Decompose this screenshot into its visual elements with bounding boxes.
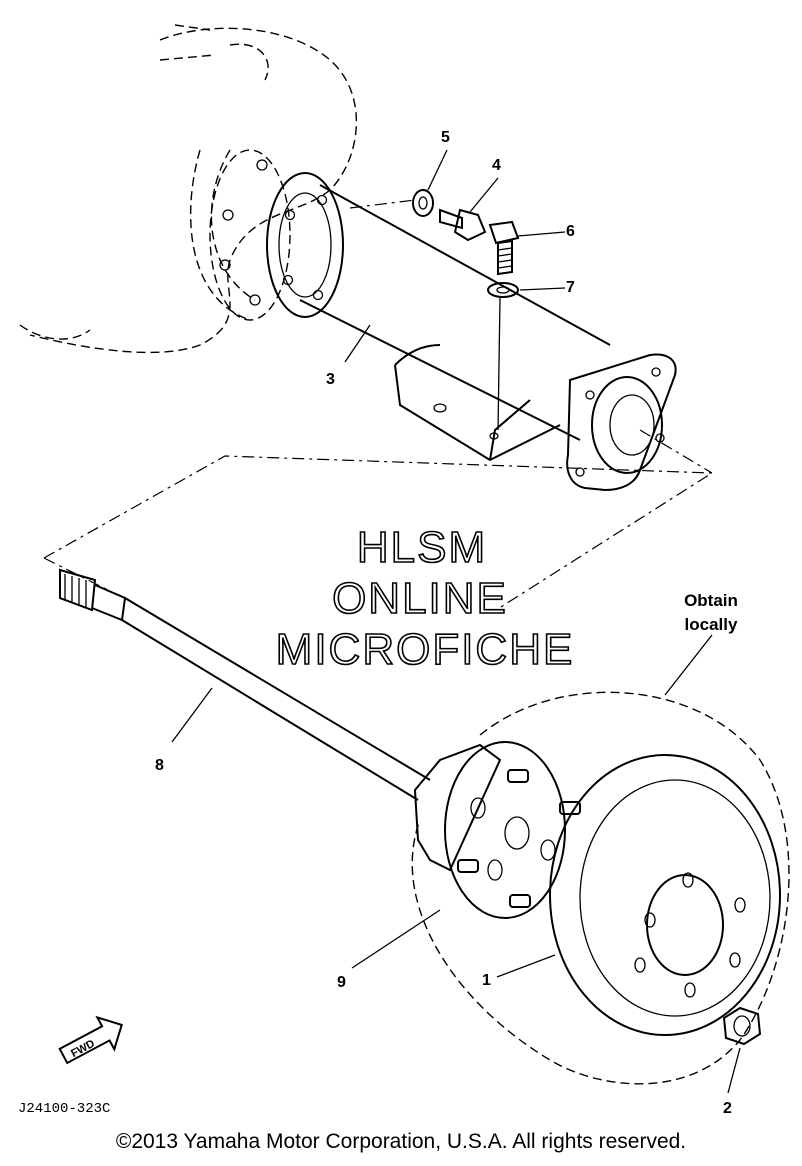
callout-2: 2 (723, 1100, 732, 1117)
axle-housing (266, 172, 677, 492)
watermark-line-1: HLSM (357, 523, 487, 572)
drawing-code: J24100-323C (18, 1101, 110, 1117)
callout-8: 8 (155, 757, 164, 774)
note-line-2: locally (685, 615, 738, 634)
differential-housing-outline (19, 24, 358, 354)
watermark-line-3: MICROFICHE (276, 625, 575, 674)
wheel-hub (413, 741, 581, 919)
callout-numbers: 5 4 6 7 3 8 9 1 2 (155, 129, 732, 1117)
washer-part-7 (487, 282, 519, 298)
bolt-part-6 (488, 220, 520, 276)
callout-5: 5 (441, 129, 450, 146)
callout-7: 7 (566, 279, 575, 296)
watermark-line-2: ONLINE (332, 574, 508, 623)
copyright-text: ©2013 Yamaha Motor Corporation, U.S.A. A… (116, 1130, 686, 1153)
callout-4: 4 (492, 157, 501, 174)
wheel-studs (457, 769, 581, 908)
bolt-part-4 (439, 208, 487, 242)
leader-lines (171, 149, 741, 1094)
tire (411, 691, 790, 1085)
front-direction-badge: FWD (58, 1015, 123, 1065)
circlip-part-5 (412, 189, 434, 217)
axle-shaft (59, 568, 431, 801)
callout-6: 6 (566, 223, 575, 240)
wheel-rim (549, 754, 781, 1036)
callout-9: 9 (337, 974, 346, 991)
callout-1: 1 (482, 972, 491, 989)
note-line-1: Obtain (684, 591, 738, 610)
obtain-locally-note: Obtain locally (684, 591, 738, 634)
watermark: HLSM ONLINE MICROFICHE (275, 522, 575, 675)
callout-3: 3 (326, 371, 335, 388)
fastener-parts (349, 189, 520, 431)
lug-nut (722, 1006, 762, 1046)
